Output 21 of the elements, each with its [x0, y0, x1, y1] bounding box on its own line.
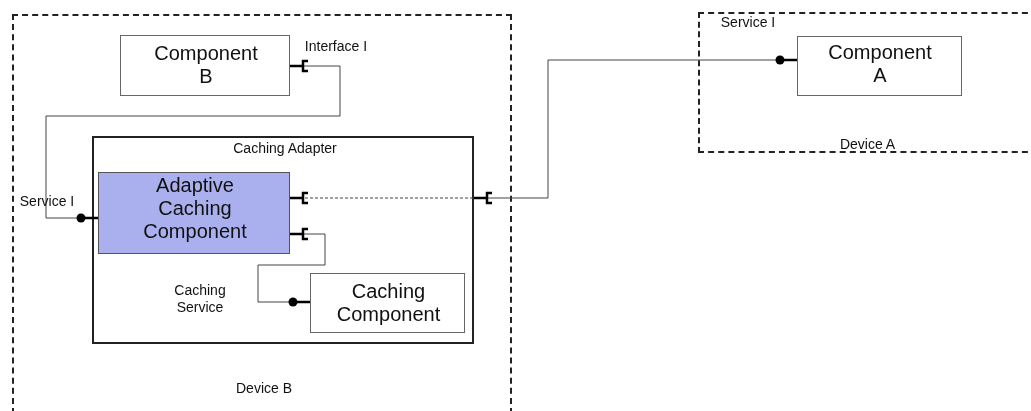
- component-box: [797, 36, 962, 96]
- connector: [257, 227, 326, 308]
- component-name: Caching Component: [335, 280, 442, 326]
- interface-label: Service I: [18, 193, 76, 210]
- component-box: [98, 172, 290, 254]
- component-box: [310, 273, 465, 333]
- connector: [472, 54, 799, 205]
- component-name: Component B: [153, 42, 259, 88]
- adapter-title: Caching Adapter: [232, 140, 338, 157]
- device-label: Device B: [235, 380, 293, 397]
- adapter-box: [92, 136, 474, 344]
- component-name: Component A: [827, 41, 933, 87]
- device-label: Device A: [838, 136, 897, 153]
- connector: [45, 59, 341, 224]
- component-box: [120, 35, 290, 96]
- interface-label: Caching Service: [173, 282, 227, 316]
- interface-label: Interface I: [303, 38, 369, 55]
- connector: [288, 191, 475, 205]
- device-boundary: [12, 14, 512, 411]
- interface-label: Service I: [719, 14, 777, 31]
- component-name: Adaptive Caching Component: [142, 174, 248, 243]
